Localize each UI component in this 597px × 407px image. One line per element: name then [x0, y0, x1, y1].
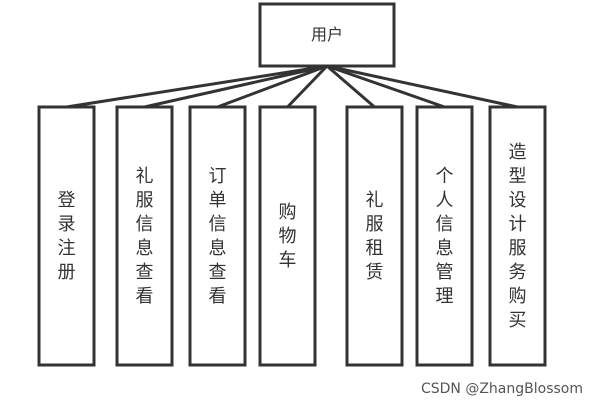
child-node-label: 造型设计服务购买 [509, 142, 527, 331]
child-node-c2: 礼服信息查看 [115, 105, 174, 367]
child-node-c3: 订单信息查看 [188, 105, 247, 367]
child-node-label: 登录注册 [58, 190, 76, 283]
child-node-box [488, 105, 547, 367]
child-node-c4: 购物车 [258, 105, 317, 367]
child-node-box [258, 105, 317, 367]
watermark: CSDN @ZhangBlossom [420, 381, 583, 397]
child-node-label: 订单信息查看 [209, 166, 227, 307]
root-node-box [258, 2, 396, 68]
child-node-c5: 礼服租赁 [345, 105, 404, 367]
child-node-c7: 造型设计服务购买 [488, 105, 547, 367]
child-node-label: 礼服租赁 [366, 190, 384, 283]
edge-c7 [326, 64, 518, 109]
child-nodes: 登录注册 礼服信息查看 订单信息查看 购物车 礼服租赁 个人信息管理 造型设计服务购买 [37, 105, 547, 367]
edge-c1 [66, 64, 328, 109]
edge-c3 [216, 64, 328, 109]
edge-c6 [326, 64, 445, 109]
child-node-label: 购物车 [279, 202, 297, 271]
child-node-box [345, 105, 404, 367]
child-node-c6: 个人信息管理 [415, 105, 474, 367]
diagram-edges [66, 64, 518, 109]
child-node-label: 礼服信息查看 [136, 166, 154, 307]
child-node-box [115, 105, 174, 367]
child-node-box [188, 105, 247, 367]
child-node-label: 个人信息管理 [436, 166, 454, 307]
child-node-c1: 登录注册 [37, 105, 96, 367]
root-node-label: 用户 [311, 25, 343, 44]
child-node-box [415, 105, 474, 367]
edge-c2 [144, 64, 328, 109]
root-node: 用户 [258, 2, 396, 68]
child-node-box [37, 105, 96, 367]
edge-c5 [326, 64, 376, 109]
edge-c4 [286, 64, 329, 109]
